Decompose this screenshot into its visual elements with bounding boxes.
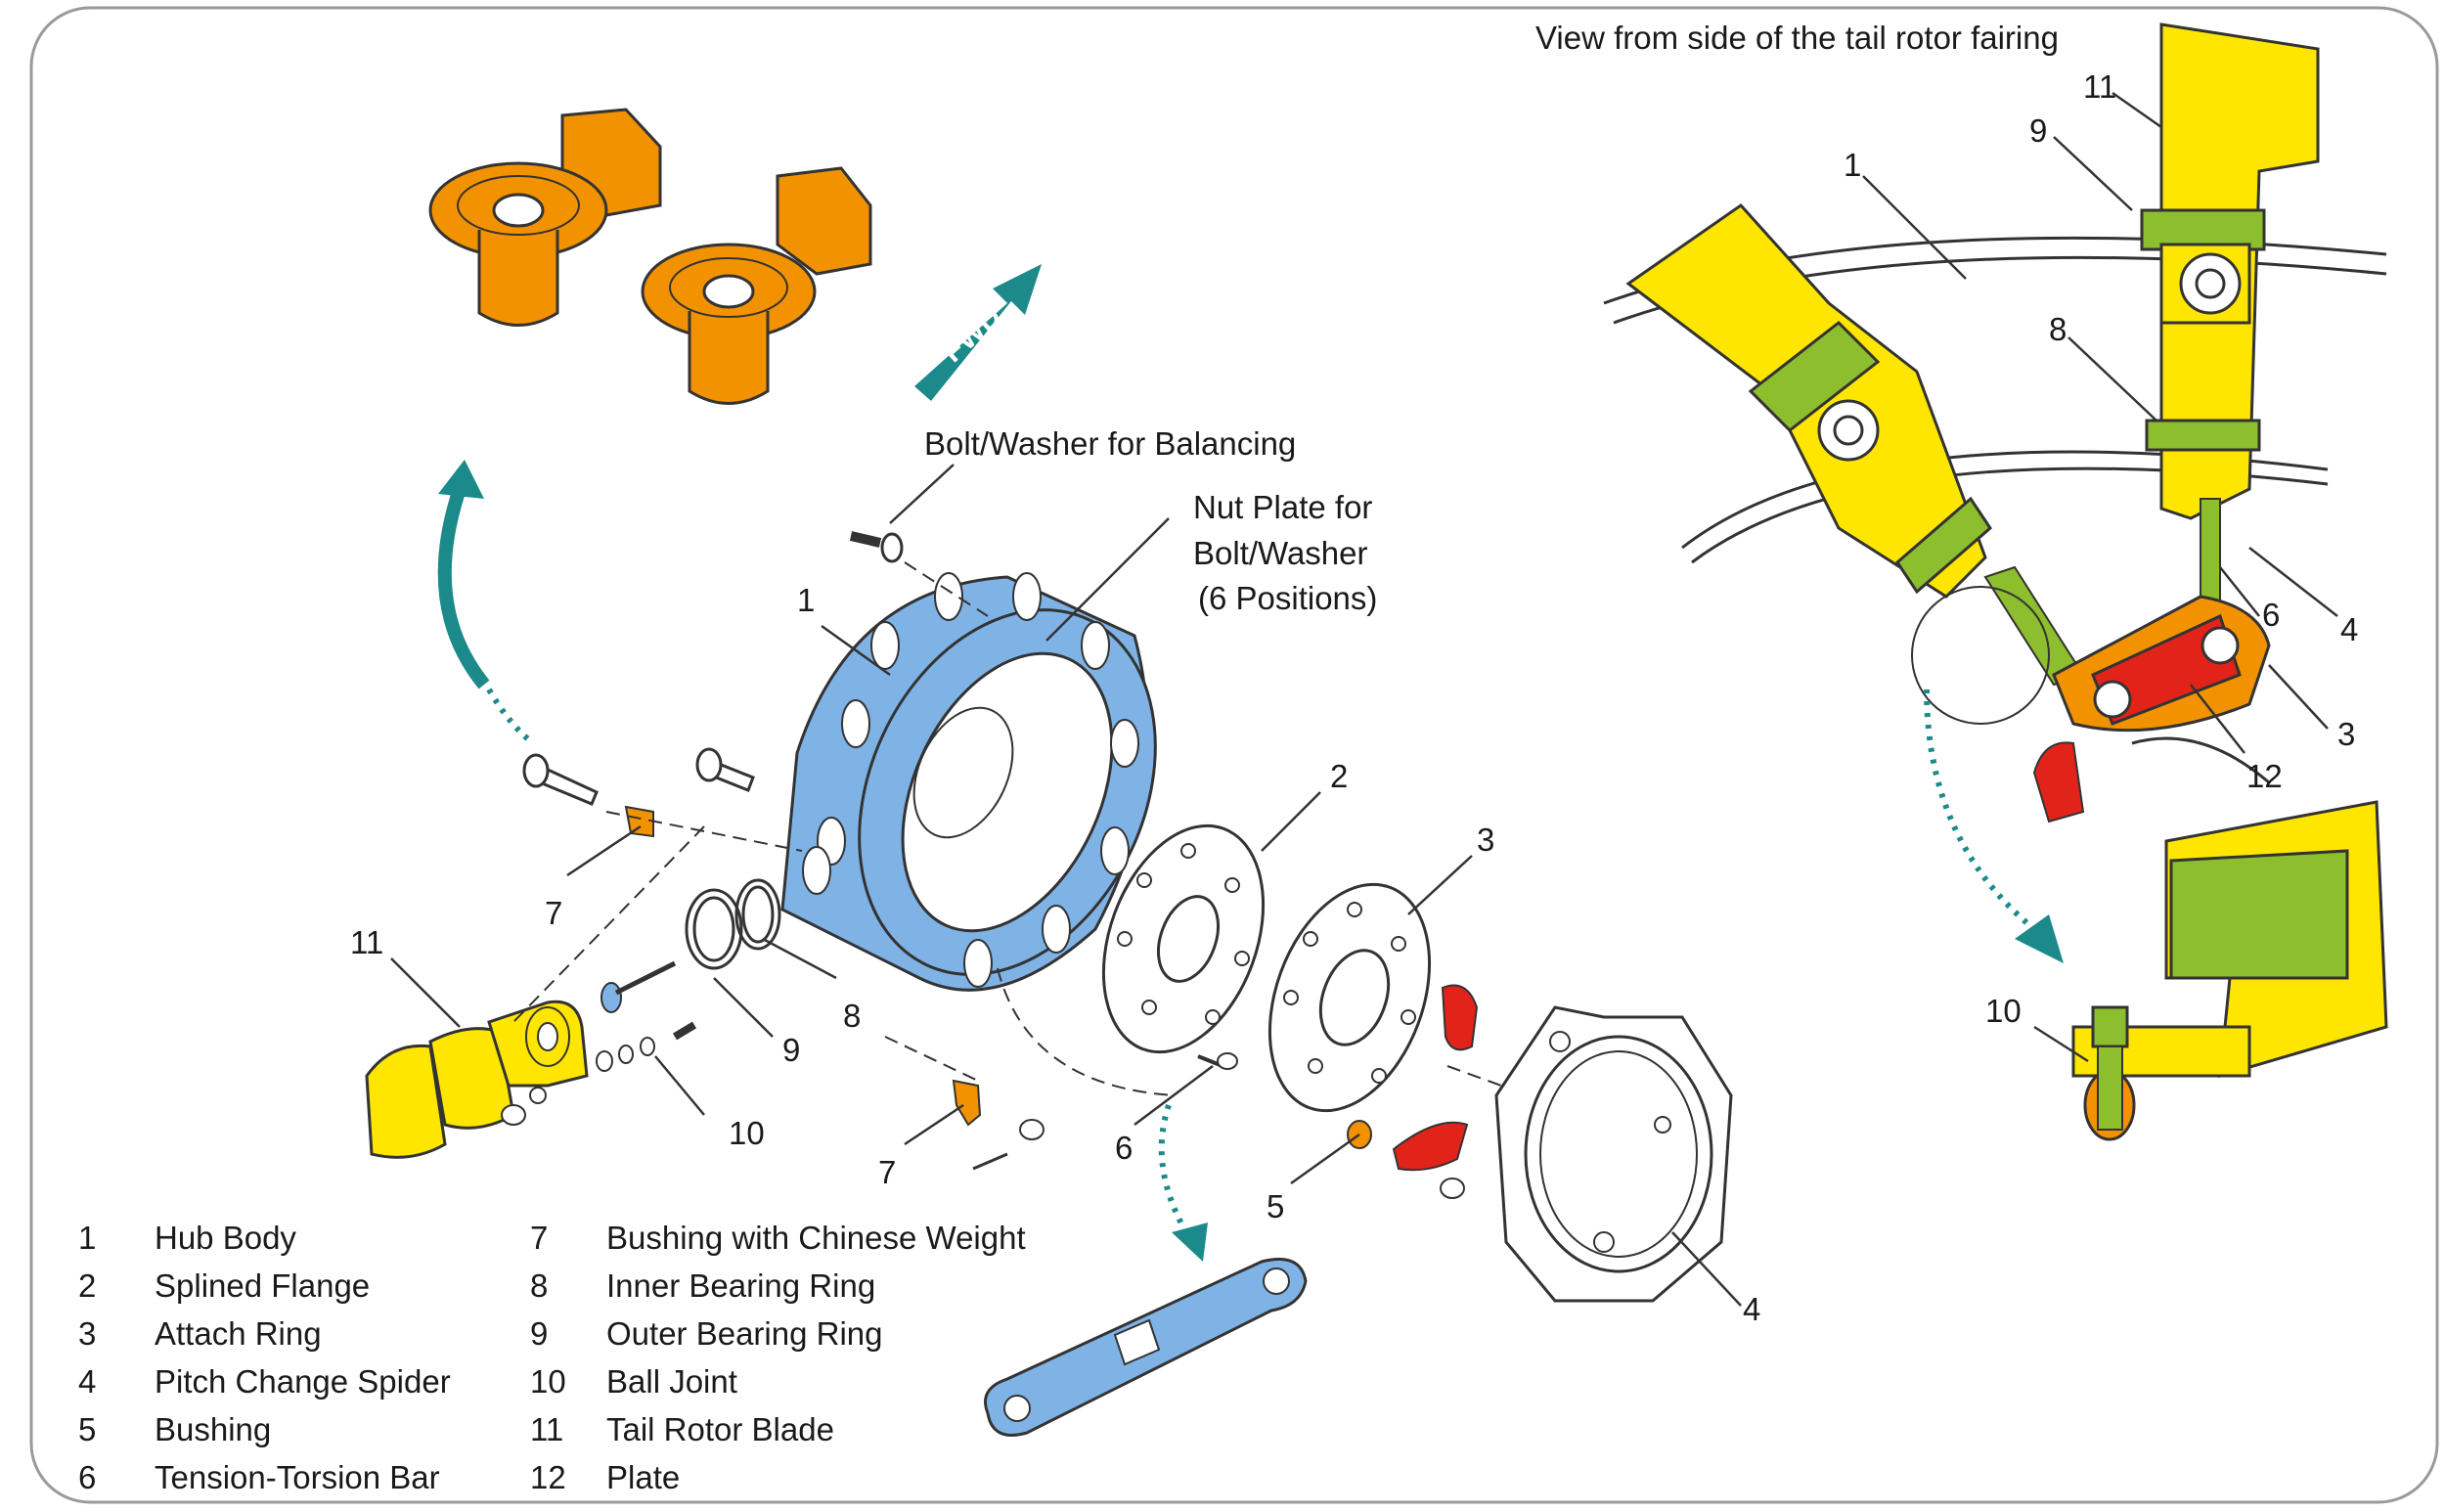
legend-num: 3 bbox=[78, 1315, 96, 1352]
nut-plate-caption-1: Nut Plate for bbox=[1193, 489, 1372, 525]
legend-name: Splined Flange bbox=[155, 1267, 370, 1304]
diagram-frame bbox=[29, 6, 2439, 1504]
callout-3: 3 bbox=[1477, 822, 1494, 858]
legend-num: 4 bbox=[78, 1363, 96, 1400]
bushing-weight-detail bbox=[428, 108, 872, 405]
legend-name: Ball Joint bbox=[606, 1363, 737, 1400]
callout-7-upper: 7 bbox=[545, 895, 562, 931]
side-callout-6: 6 bbox=[2262, 597, 2280, 633]
legend-num: 1 bbox=[78, 1220, 96, 1256]
side-callout-12: 12 bbox=[2246, 758, 2283, 794]
splined-flange bbox=[1101, 823, 1266, 1054]
tail-rotor-blade-exploded bbox=[365, 960, 697, 1159]
side-view bbox=[1603, 22, 2388, 1141]
side-callout-1: 1 bbox=[1844, 147, 1861, 183]
fwd-arrow: FWD bbox=[914, 264, 1042, 401]
teal-arrow-up bbox=[437, 460, 535, 746]
callout-10: 10 bbox=[729, 1115, 765, 1151]
attach-ring bbox=[1267, 882, 1479, 1199]
legend-name: Bushing with Chinese Weight bbox=[606, 1220, 1026, 1256]
side-callout-9: 9 bbox=[2029, 112, 2047, 149]
legend-num: 12 bbox=[530, 1459, 566, 1495]
callout-11: 11 bbox=[350, 924, 383, 960]
callout-4: 4 bbox=[1743, 1291, 1760, 1327]
hub-bolts bbox=[522, 747, 755, 806]
callout-5: 5 bbox=[1267, 1188, 1284, 1224]
legend-num: 6 bbox=[78, 1459, 96, 1495]
callout-2: 2 bbox=[1330, 758, 1348, 794]
tension-torsion-bar bbox=[984, 1258, 1308, 1437]
legend-num: 5 bbox=[78, 1411, 96, 1447]
legend-num: 10 bbox=[530, 1363, 566, 1400]
leader-lines bbox=[390, 91, 2338, 1307]
legend-name: Hub Body bbox=[155, 1220, 296, 1256]
legend-name: Tension-Torsion Bar bbox=[155, 1459, 440, 1495]
bearing-rings bbox=[685, 878, 781, 970]
side-view-caption: View from side of the tail rotor fairing bbox=[1535, 20, 2059, 56]
callout-6: 6 bbox=[1115, 1130, 1133, 1166]
legend-name: Pitch Change Spider bbox=[155, 1363, 451, 1400]
bolt-washer-caption: Bolt/Washer for Balancing bbox=[924, 425, 1296, 462]
legend-num: 11 bbox=[530, 1411, 563, 1447]
hub-body bbox=[780, 572, 1157, 992]
legend-col-1: 1 Hub Body 2 Splined Flange 3 Attach Rin… bbox=[78, 1220, 451, 1495]
callout-8: 8 bbox=[843, 998, 861, 1034]
nut-plate-caption-2: Bolt/Washer bbox=[1193, 535, 1368, 571]
side-callout-11: 11 bbox=[2083, 68, 2116, 105]
callout-9: 9 bbox=[782, 1032, 800, 1068]
legend-name: Plate bbox=[606, 1459, 680, 1495]
legend-name: Outer Bearing Ring bbox=[606, 1315, 882, 1352]
nut-plate-caption-3: (6 Positions) bbox=[1198, 580, 1377, 616]
balancing-bolt bbox=[849, 531, 989, 617]
callout-numbers: 1 2 3 4 5 6 7 7 8 9 10 11 11 9 1 8 6 4 3… bbox=[350, 68, 2358, 1327]
legend-name: Tail Rotor Blade bbox=[606, 1411, 834, 1447]
side-callout-10: 10 bbox=[1985, 993, 2022, 1029]
callout-1: 1 bbox=[797, 582, 815, 618]
side-callout-8: 8 bbox=[2049, 311, 2067, 347]
legend-name: Attach Ring bbox=[155, 1315, 322, 1352]
legend: 1 Hub Body 2 Splined Flange 3 Attach Rin… bbox=[78, 1220, 1026, 1495]
legend-num: 7 bbox=[530, 1220, 548, 1256]
captions: View from side of the tail rotor fairing… bbox=[924, 20, 2059, 616]
side-callout-3: 3 bbox=[2337, 716, 2355, 752]
legend-num: 2 bbox=[78, 1267, 96, 1304]
pitch-change-spider bbox=[1494, 1005, 1733, 1303]
bushing-weight-upper bbox=[624, 805, 654, 838]
legend-name: Inner Bearing Ring bbox=[606, 1267, 875, 1304]
legend-col-2: 7 Bushing with Chinese Weight 8 Inner Be… bbox=[530, 1220, 1026, 1495]
callout-7-lower: 7 bbox=[878, 1154, 896, 1190]
bushing-weight-lower bbox=[952, 1079, 982, 1127]
legend-num: 8 bbox=[530, 1267, 548, 1304]
legend-num: 9 bbox=[530, 1315, 548, 1352]
side-callout-4: 4 bbox=[2340, 611, 2358, 647]
legend-name: Bushing bbox=[155, 1411, 271, 1447]
